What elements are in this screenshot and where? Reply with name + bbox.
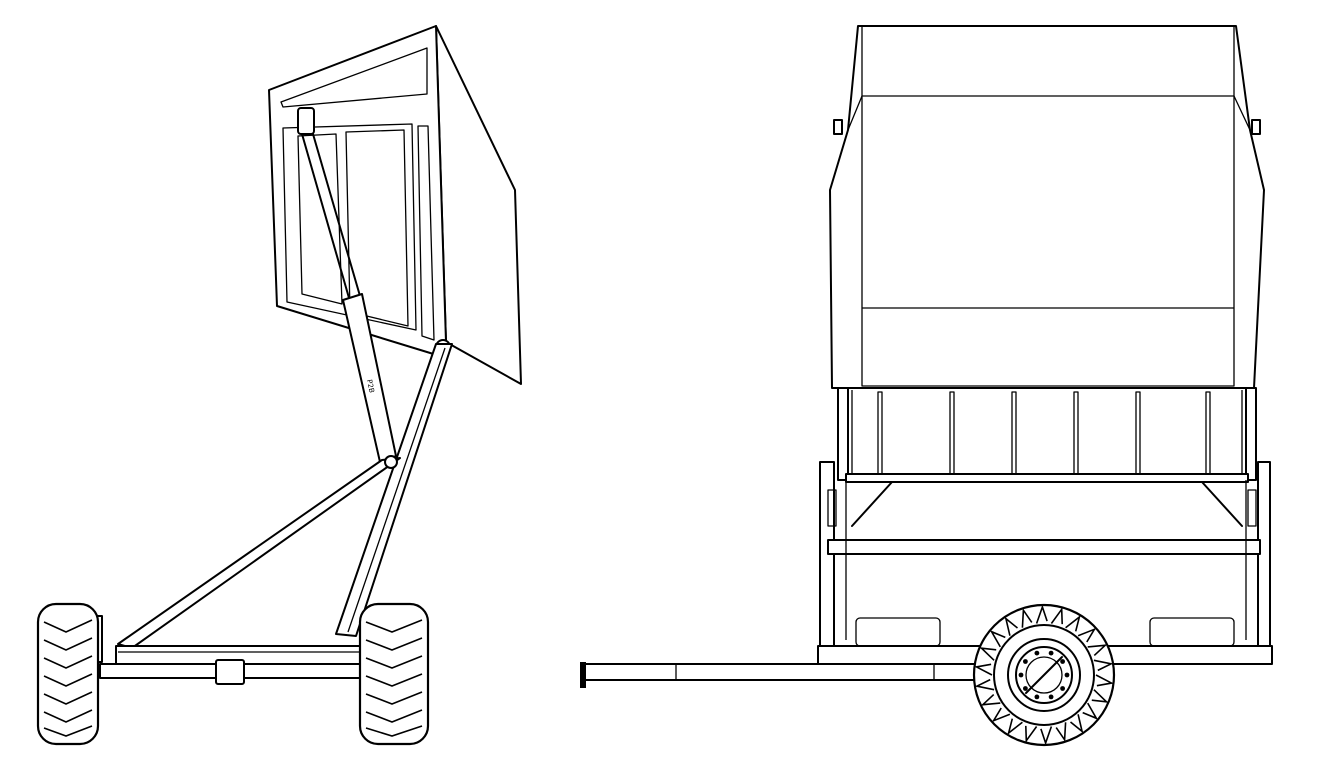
tread-lug [991, 707, 1011, 723]
rear-mid-beam [827, 539, 1261, 555]
tread-lug [1035, 604, 1048, 624]
cylinder-rod-left [301, 133, 350, 299]
rear-fender-pad-left [855, 617, 941, 647]
rear-bed-latch-right [1251, 119, 1261, 135]
lift-arm [117, 343, 453, 649]
tread-lug [1004, 616, 1019, 636]
rear-brace-left [851, 481, 893, 527]
cylinder-rod-right [312, 133, 361, 297]
rear-brace-right [1201, 481, 1243, 527]
tread-lug [1082, 702, 1099, 720]
rear-post-right [1245, 387, 1257, 481]
tread-lug [1007, 718, 1023, 736]
cylinder-marking: P2B [365, 379, 376, 394]
drawbar-tube [583, 663, 985, 681]
side-chassis [61, 615, 367, 685]
hub-bolt [1023, 686, 1028, 691]
tread-lug [1069, 714, 1084, 734]
tread-lug [1050, 606, 1063, 625]
tread-lug [980, 694, 1001, 706]
bed-top-rail [280, 47, 428, 108]
axle-clamp [215, 659, 245, 685]
rear-wheel [972, 603, 1116, 747]
tread-lug [1091, 689, 1109, 703]
hub-bolt [1034, 650, 1040, 656]
bed-frame-window-2 [345, 129, 409, 327]
side-view-tipped: P2B [36, 25, 522, 746]
tread-lug [1055, 722, 1067, 743]
hub-bolt [1060, 686, 1065, 691]
cylinder-top-mount [297, 107, 315, 135]
rear-view [580, 25, 1273, 747]
tread-lug [1065, 614, 1081, 632]
tire-right-tread [365, 619, 423, 737]
dump-bed-raised [268, 25, 522, 385]
bed-side-panel [435, 25, 522, 385]
rear-fender-pad-right [1149, 617, 1235, 647]
tread-lug [1040, 726, 1053, 746]
side-wheel-left [36, 602, 100, 746]
rear-latch-lower-right [1247, 489, 1257, 527]
tread-lug [1095, 674, 1114, 687]
rear-tire-tread [974, 604, 1114, 746]
bed-frame-window-1 [297, 133, 343, 305]
rear-hub [1025, 656, 1063, 694]
tire-left-tread [43, 619, 93, 737]
rear-hub-axle-mark [1025, 656, 1063, 694]
hub-bolt [1018, 672, 1024, 678]
rear-bed [829, 25, 1265, 389]
rear-bed-latch-left [833, 119, 843, 135]
bed-frame-window-3 [417, 125, 435, 341]
tread-lug [974, 663, 993, 676]
rear-latch-lower-left [827, 489, 837, 527]
tire-right [358, 602, 430, 746]
rear-hub-bolts [1018, 650, 1070, 700]
hub-bolt [1060, 659, 1065, 664]
tread-lug [979, 647, 997, 661]
tread-lug [1093, 659, 1114, 672]
tread-lug [974, 678, 995, 691]
rear-post-left [837, 387, 849, 481]
side-wheel-right [358, 602, 430, 746]
rear-drawbar [580, 662, 985, 688]
rear-bed-corner-left [847, 95, 863, 131]
lift-arm-joint [384, 455, 398, 469]
drawbar-hitch-end [580, 662, 586, 688]
bed-frame-opening-left [282, 123, 417, 331]
lift-arm-centerline [347, 347, 446, 633]
tire-left [36, 602, 100, 746]
lift-arm-main [335, 343, 453, 637]
hub-bolt [1048, 694, 1054, 700]
rear-bed-floor [861, 25, 1235, 387]
tread-lug [1021, 607, 1033, 628]
hub-bolt [1064, 672, 1070, 678]
tread-lug [1087, 644, 1108, 656]
tread-lug [1077, 627, 1097, 643]
hydraulic-cylinder: P2B [297, 107, 397, 463]
hub-bolt [1034, 694, 1040, 700]
tread-lug [1025, 725, 1038, 744]
tread-lug [989, 630, 1006, 648]
rear-cross-beam [845, 473, 1249, 483]
cylinder-barrel [342, 293, 397, 463]
rear-bed-corner-right [1233, 95, 1251, 131]
hub-bolt [1048, 650, 1054, 656]
rear-grid-bars [877, 391, 1211, 477]
rear-bed-outline [829, 25, 1265, 389]
hub-bolt [1023, 659, 1028, 664]
